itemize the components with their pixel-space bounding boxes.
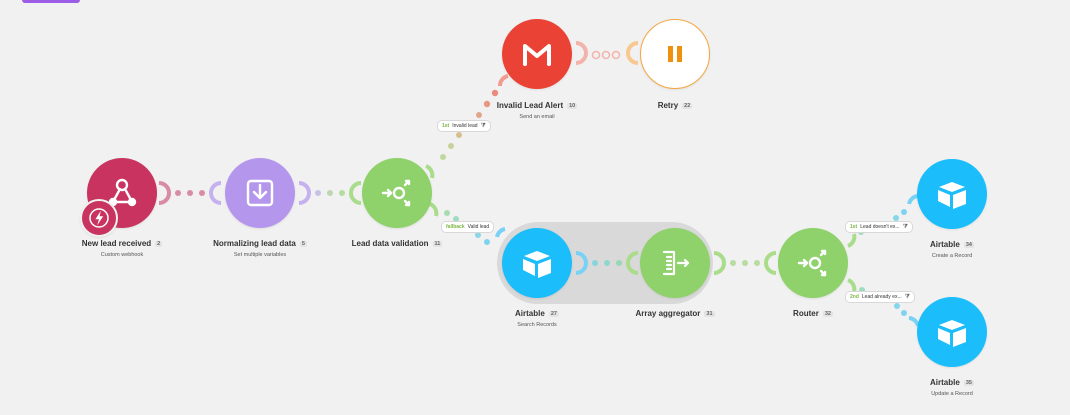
funnel-icon[interactable]: ⧩: [480, 123, 486, 129]
route-order: 2nd: [850, 294, 859, 300]
airtable-icon: [938, 182, 966, 209]
module-id-badge: 11: [432, 241, 443, 247]
download-tray-icon: [246, 179, 274, 207]
module-retry[interactable]: [640, 19, 710, 89]
module-airtable-create[interactable]: [917, 159, 987, 229]
filter-label: Invalid lead: [452, 123, 478, 129]
module-subtitle: Set multiple variables: [233, 252, 287, 258]
router-icon: [381, 179, 411, 207]
module-id-badge: 22: [682, 103, 693, 109]
router-icon: [797, 249, 827, 277]
module-airtable-search[interactable]: [502, 228, 572, 298]
module-router[interactable]: [778, 228, 848, 298]
module-set-variables[interactable]: [225, 158, 295, 228]
link-router-update: [847, 278, 920, 327]
module-id-badge: 10: [567, 103, 578, 109]
aggregator-icon: [662, 250, 690, 276]
module-id-badge: 31: [704, 311, 715, 317]
pause-icon: [668, 46, 682, 62]
instant-trigger-badge: [80, 199, 118, 237]
filter-valid-lead[interactable]: fallback Valid lead: [441, 221, 495, 233]
module-subtitle: Custom webhook: [100, 252, 144, 258]
route-order: 1st: [850, 224, 858, 230]
link-airtable-aggregator: [575, 251, 639, 275]
module-subtitle: Send an email: [519, 114, 555, 120]
module-id-badge: 2: [155, 241, 163, 247]
link-normalize-validation: [298, 181, 362, 205]
link-validation-airtable: [429, 202, 506, 245]
top-tab-indicator: [22, 0, 80, 3]
module-id-badge: 27: [548, 311, 559, 317]
gmail-icon: [523, 44, 551, 66]
module-id-badge: 35: [963, 380, 974, 386]
module-gmail[interactable]: [502, 19, 572, 89]
filter-lead-doesnt-exist[interactable]: 1st Lead doesn't ex... ⧩: [845, 221, 913, 233]
module-subtitle: Update a Record: [931, 391, 973, 397]
airtable-icon: [523, 251, 551, 278]
funnel-icon[interactable]: ⧩: [904, 294, 910, 300]
module-array-aggregator[interactable]: [640, 228, 710, 298]
airtable-icon: [938, 320, 966, 347]
module-router-validation[interactable]: [362, 158, 432, 228]
link-gmail-retry: [575, 41, 639, 65]
link-webhook-normalize: [158, 181, 222, 205]
route-order: fallback: [446, 224, 465, 230]
module-id-badge: 34: [963, 242, 974, 248]
filter-label: Lead already ex...: [861, 294, 902, 300]
link-aggregator-router: [713, 251, 777, 275]
module-airtable-update[interactable]: [917, 297, 987, 367]
filter-label: Valid lead: [467, 224, 490, 230]
link-validation-gmail: [425, 74, 509, 179]
module-id-badge: 5: [299, 241, 307, 247]
filter-label: Lead doesn't ex...: [860, 224, 900, 230]
module-subtitle: Search Records: [517, 322, 557, 328]
module-subtitle: Create a Record: [931, 253, 973, 259]
module-id-badge: 32: [822, 311, 833, 317]
filter-invalid-lead[interactable]: 1st Invalid lead ⧩: [437, 120, 491, 132]
route-order: 1st: [442, 123, 450, 129]
funnel-icon[interactable]: ⧩: [902, 224, 908, 230]
filter-lead-already-exists[interactable]: 2nd Lead already ex... ⧩: [845, 291, 915, 303]
lightning-bolt-icon: [89, 208, 109, 228]
